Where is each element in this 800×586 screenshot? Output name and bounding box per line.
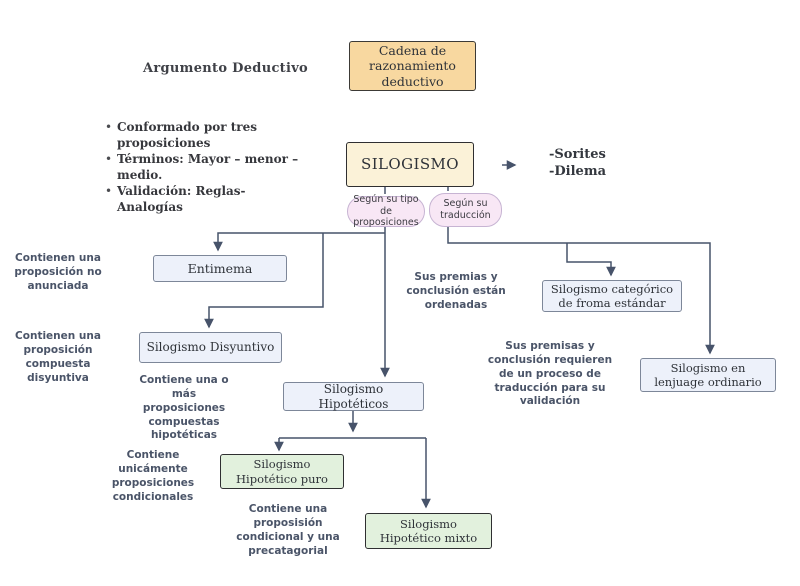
node-label: Silogismo en lenjuage ordinario (654, 360, 762, 389)
node-silogismo-categorico[interactable]: Silogismo categórico de froma estándar (542, 280, 682, 312)
node-cadena-razonamiento[interactable]: Cadena de razonamiento deductivo (349, 41, 476, 91)
node-label: Silogismo Disyuntivo (146, 340, 275, 354)
list-item: Términos: Mayor – menor – medio. (104, 151, 302, 183)
node-silogismo[interactable]: SILOGISMO (346, 142, 474, 187)
node-silogismo-hipotetico-mixto[interactable]: Silogismo Hipotético mixto (365, 513, 492, 549)
list-item: Conformado por tres proposiciones (104, 119, 302, 151)
node-silogismo-hipotetico-puro[interactable]: Silogismo Hipotético puro (220, 454, 344, 489)
annotation-puro: Contiene unicámente proposiciones condic… (111, 449, 195, 503)
node-label: Cadena de razonamiento deductivo (369, 42, 456, 89)
annotation-categorico: Sus premias y conclusión están ordenadas (406, 271, 506, 311)
notes-list: Conformado por tres proposiciones Términ… (104, 119, 302, 215)
node-silogismo-hipoteticos[interactable]: Silogismo Hipotéticos (283, 382, 424, 411)
node-label: Silogismo categórico de froma estándar (550, 281, 674, 310)
node-silogismo-disyuntivo[interactable]: Silogismo Disyuntivo (139, 332, 282, 363)
list-item: -Sorites (549, 147, 606, 162)
list-item: -Dilema (549, 164, 606, 179)
node-label: SILOGISMO (361, 155, 459, 174)
node-entimema[interactable]: Entimema (153, 255, 287, 282)
node-label: Silogismo Hipotéticos (318, 381, 389, 411)
annotation-entimema: Contienen una proposición no anunciada (14, 252, 102, 292)
sorites-dilema-list: -Sorites -Dilema (549, 146, 606, 180)
annotation-mixto: Contiene una proposisión condicional y u… (236, 503, 340, 557)
node-label: Silogismo Hipotético puro (236, 457, 328, 486)
page-title: Argumento Deductivo (143, 61, 309, 76)
annotation-lenguaje: Sus premisas y conclusión requieren de u… (487, 340, 613, 408)
list-item: Validación: Reglas-Analogías (104, 183, 302, 215)
arrow-traduccion-to-categorico (566, 243, 616, 277)
annotation-hipoteticos: Contiene una o más proposiciones compues… (139, 374, 229, 442)
pill-label: Según su tipo de proposiciones (353, 193, 419, 229)
node-silogismo-lenguaje-ordinario[interactable]: Silogismo en lenjuage ordinario (640, 358, 776, 392)
node-label: Silogismo Hipotético mixto (379, 516, 478, 545)
node-label: Entimema (187, 260, 253, 276)
arrow-tipo-to-entimema (213, 232, 385, 252)
pill-segun-tipo-proposiciones[interactable]: Según su tipo de proposiciones (347, 193, 425, 229)
pill-segun-traduccion[interactable]: Según su traducción (429, 193, 502, 227)
annotation-disyuntivo: Contienen una proposición compuesta disy… (15, 330, 101, 384)
pill-label: Según su traducción (440, 198, 491, 221)
